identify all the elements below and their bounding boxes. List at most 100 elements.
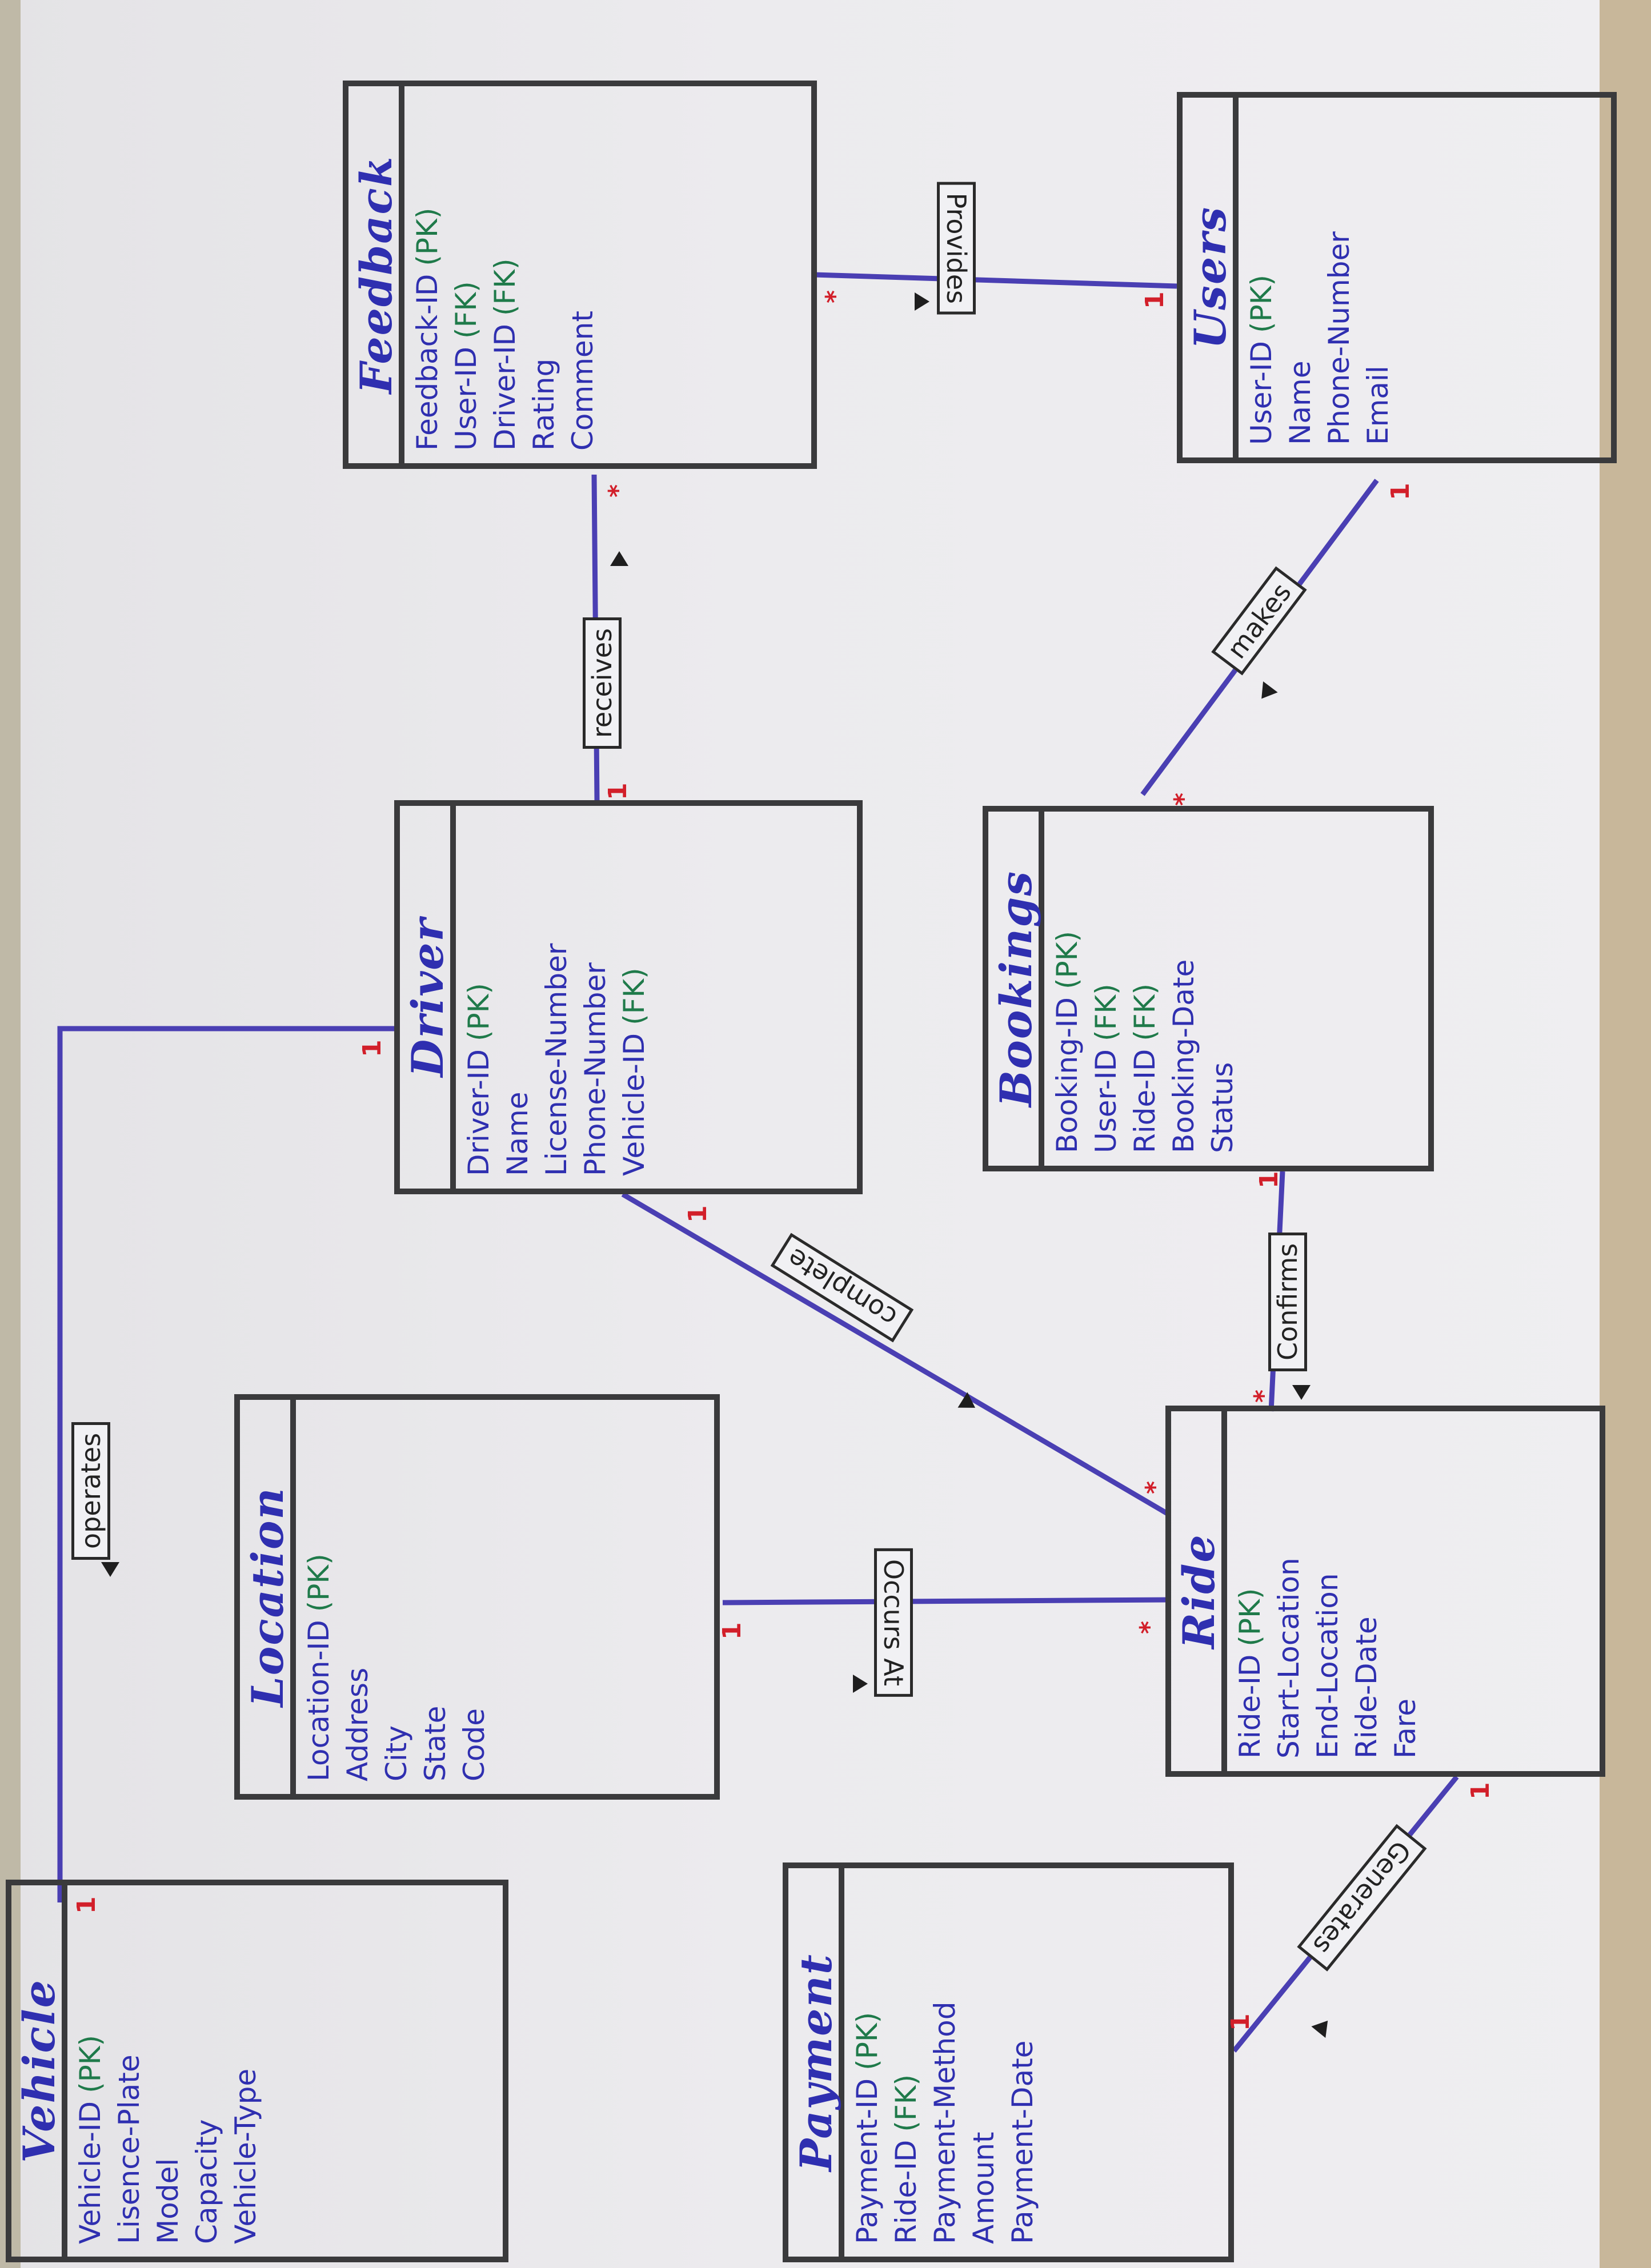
entity-header: Ride [1171, 1411, 1227, 1771]
attribute-name: Vehicle-ID [74, 2101, 107, 2244]
attribute-key-badge: (FK) [488, 258, 522, 316]
attribute-name: Name [501, 1091, 534, 1176]
attribute-name: Phone-Number [1323, 231, 1356, 445]
attribute: User-ID (FK) [447, 208, 486, 451]
entity-feedback: Feedback Feedback-ID(PK)User-ID(FK)Drive… [343, 81, 817, 469]
attribute-name: Ride-Date [1350, 1616, 1383, 1759]
cardinality-one: 1 [683, 1205, 712, 1223]
attribute-name: Code [458, 1708, 491, 1781]
attribute: Comment [563, 208, 602, 451]
attribute: State [416, 1554, 455, 1781]
entity-header: Feedback [348, 86, 404, 463]
entity-title: Ride [1173, 1534, 1224, 1649]
cardinality-many: * [1135, 1620, 1164, 1634]
paper-edge [0, 0, 21, 2268]
entity-header: Location [240, 1400, 296, 1794]
arrow-operates-icon [101, 1562, 119, 1577]
attribute: User-ID(FK) [1087, 931, 1125, 1153]
attribute-key-badge: (FK) [450, 281, 483, 339]
attribute-name: User-ID [450, 346, 483, 451]
attribute: Ride-ID (FK) [887, 2002, 925, 2244]
attribute-name: License-Number [540, 943, 573, 1176]
attribute-name: Vehicle-Type [229, 2068, 262, 2244]
attribute: Vehicle-ID (FK) [615, 944, 654, 1176]
cardinality-one: 1 [1226, 2013, 1255, 2031]
arrow-provides-icon [915, 292, 929, 311]
attribute: Rating [524, 208, 563, 451]
attribute-name: Location-ID [302, 1620, 335, 1781]
attribute: Vehicle-ID(PK) [71, 2035, 110, 2244]
attribute: Ride-ID(FK) [1125, 931, 1164, 1153]
attribute-name: Vehicle-ID [618, 1033, 651, 1176]
entity-title: Users [1185, 206, 1236, 350]
line-ride-location [722, 1597, 1172, 1605]
attribute-name: Payment-Method [928, 2001, 961, 2244]
attribute: Amount [964, 2002, 1003, 2244]
attribute-name: User-ID [1245, 340, 1278, 445]
attribute-list: Booking-ID(PK)User-ID(FK)Ride-ID(FK)Book… [1048, 931, 1242, 1153]
arrow-occurs-at-icon [853, 1675, 868, 1693]
arrow-receives-icon [610, 551, 628, 566]
attribute-key-badge: (FK) [889, 2074, 923, 2132]
attribute-key-badge: (PK) [462, 983, 495, 1042]
entity-title: Bookings [991, 870, 1041, 1107]
attribute: Fare [1386, 1558, 1425, 1759]
attribute: Address [338, 1554, 377, 1781]
attribute-name: Start-Location [1272, 1558, 1305, 1759]
attribute: Start-Location [1269, 1558, 1308, 1759]
attribute-name: Status [1206, 1062, 1239, 1153]
attribute: Phone-Number [1320, 231, 1359, 445]
attribute: Vehicle-Type [226, 2035, 265, 2244]
attribute: Driver-ID(PK) [459, 944, 498, 1176]
attribute: Lisence-Plate [110, 2035, 149, 2244]
cardinality-many: * [820, 290, 849, 303]
cardinality-one: 1 [1140, 291, 1169, 309]
attribute-key-badge: (PK) [1233, 1588, 1267, 1647]
attribute-name: Booking-ID [1051, 997, 1084, 1153]
cardinality-one: 1 [358, 1039, 387, 1057]
attribute-name: User-ID [1089, 1049, 1123, 1153]
attribute: Payment-Method [925, 2002, 964, 2244]
attribute-name: Name [1284, 360, 1317, 445]
entity-header: Vehicle [11, 1885, 67, 2257]
attribute-name: Amount [967, 2131, 1000, 2244]
entity-payment: Payment Payment-ID(PK)Ride-ID(FK)Payment… [783, 1862, 1234, 2262]
attribute-name: Rating [527, 358, 560, 451]
relationship-confirms: Confirms [1268, 1232, 1307, 1371]
cardinality-many: * [1249, 1389, 1278, 1403]
attribute: Payment-ID(PK) [848, 2002, 887, 2244]
attribute: Location-ID(PK) [299, 1554, 338, 1781]
attribute-key-badge: (FK) [618, 968, 651, 1025]
attribute-key-badge: (FK) [1128, 984, 1161, 1041]
attribute-name: Phone-Number [579, 962, 612, 1176]
relationship-occurs-at: Occurs At [874, 1548, 913, 1697]
tabletop-background [1600, 0, 1651, 2268]
entity-title: Driver [402, 917, 453, 1077]
attribute: Capacity [187, 2035, 226, 2244]
entity-title: Feedback [351, 155, 402, 394]
entity-header: Payment [788, 1868, 844, 2257]
cardinality-one: 1 [718, 1622, 747, 1640]
attribute-name: Ride-ID [889, 2139, 923, 2244]
attribute-name: Address [341, 1667, 374, 1781]
line-users-feedback [814, 272, 1177, 289]
entity-header: Users [1183, 98, 1239, 457]
attribute: Booking-Date [1164, 931, 1203, 1153]
attribute-name: Feedback-ID [411, 274, 444, 451]
attribute: Name [1281, 231, 1320, 445]
arrow-confirms-icon [1292, 1385, 1311, 1400]
attribute-name: Ride-ID [1233, 1654, 1267, 1759]
attribute-name: Driver-ID [488, 324, 522, 451]
attribute: City [377, 1554, 416, 1781]
attribute-key-badge: (PK) [1245, 274, 1278, 333]
attribute: Ride-Date [1347, 1558, 1386, 1759]
line-driver-ride [621, 1192, 1170, 1516]
line-driver-vehicle [57, 1026, 394, 1902]
attribute: Payment-Date [1003, 2002, 1042, 2244]
